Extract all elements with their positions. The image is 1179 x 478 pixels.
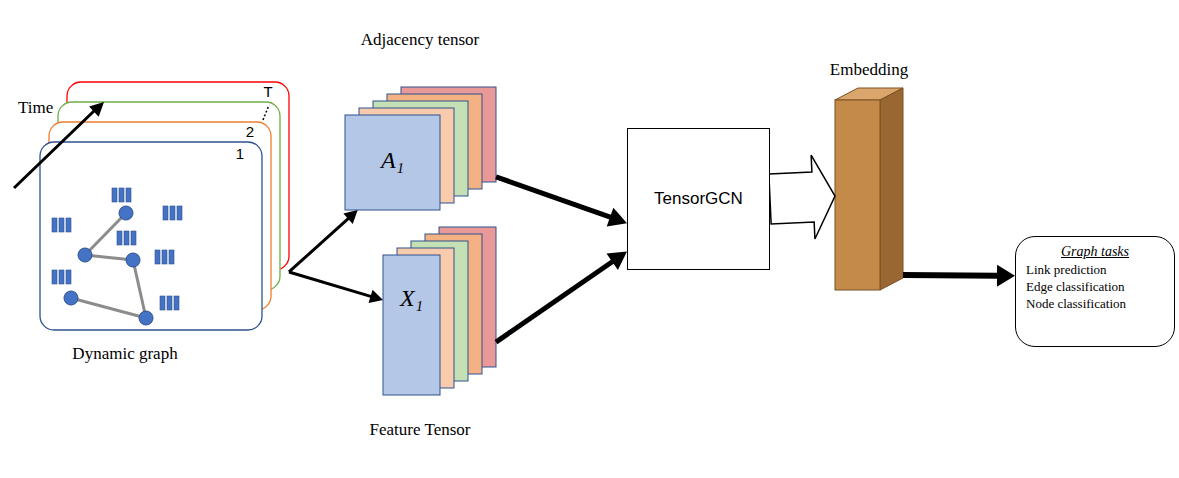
graph-vertices: [119, 206, 133, 220]
connector-arrow: [903, 265, 1015, 287]
embedding-slab: [835, 100, 880, 290]
dynamic-graph-text: 2: [240, 124, 260, 139]
feature-bars: [160, 296, 179, 310]
adjacency-stack: [345, 115, 440, 210]
connector-line: [496, 177, 611, 218]
feature-tensor-text: X₁: [383, 285, 440, 313]
feature-bars: [52, 270, 71, 284]
graph-edges: [71, 298, 146, 318]
feature-stack: [383, 227, 496, 395]
task-box: Graph tasksLink predictionEdge classific…: [1015, 236, 1175, 347]
ellipsis-line: [263, 105, 269, 120]
model-box-text: TensorGCN: [654, 189, 743, 209]
adjacency-tensor: Adjacency tensorA₁: [345, 87, 496, 210]
connector-arrow: [289, 272, 383, 303]
dynamic-graph: 12TDynamic graph: [40, 82, 289, 330]
graph-card-stack: [40, 142, 262, 330]
connector-arrow: [289, 210, 358, 272]
task-box-text: Node classification: [1026, 296, 1164, 313]
embedding-slab: [835, 88, 903, 290]
task-box-text: Link prediction: [1026, 262, 1164, 279]
task-box-text: Graph tasks: [1026, 243, 1164, 262]
graph-edges: [71, 213, 146, 318]
adjacency-tensor-text: A₁: [345, 147, 440, 175]
feature-bars: [155, 250, 174, 264]
dynamic-graph-text: Dynamic graph: [15, 344, 235, 364]
feature-tensor: X₁Feature Tensor: [383, 227, 496, 395]
feature-bars: [163, 206, 182, 220]
dynamic-graph-text: 1: [230, 146, 250, 161]
feature-tensor-text: Feature Tensor: [325, 420, 515, 440]
adjacency-tensor-text: Adjacency tensor: [315, 30, 525, 50]
adjacency-stack: [345, 87, 496, 210]
embedding-slab: [880, 88, 903, 290]
graph-card-stack: [40, 82, 289, 330]
block-arrow: [769, 155, 835, 239]
graph-vertices: [64, 291, 78, 305]
time-arrow: [89, 102, 104, 117]
connector-arrow: [769, 155, 835, 239]
axis-label: Time: [18, 98, 53, 118]
arrowhead: [607, 252, 627, 270]
dynamic-graph-text: T: [258, 84, 278, 99]
arrowhead: [369, 290, 383, 303]
time-arrow: [14, 111, 94, 188]
model-box: TensorGCN: [627, 128, 770, 270]
arrowhead: [607, 208, 627, 227]
embedding-text: Embedding: [799, 60, 939, 80]
feature-bars: [52, 218, 71, 232]
connector-line: [289, 218, 349, 272]
feature-stack: [383, 255, 440, 395]
connector-line: [903, 272, 998, 279]
arrowhead: [997, 265, 1015, 287]
connector-line: [496, 261, 613, 342]
feature-bars: [117, 231, 136, 245]
feature-bars: [112, 188, 131, 202]
task-box-text: Edge classification: [1026, 279, 1164, 296]
graph-vertices: [126, 253, 140, 267]
feature-bars: [52, 188, 182, 310]
connector-arrow: [496, 177, 627, 227]
connector-arrow: [496, 252, 627, 343]
connector-line: [289, 272, 372, 297]
embedding: Embedding: [835, 88, 903, 290]
graph-vertices: [139, 311, 153, 325]
graph-vertices: [78, 248, 92, 262]
arrowhead: [343, 210, 357, 224]
graph-vertices: [64, 206, 153, 325]
graph-edges: [133, 260, 146, 318]
